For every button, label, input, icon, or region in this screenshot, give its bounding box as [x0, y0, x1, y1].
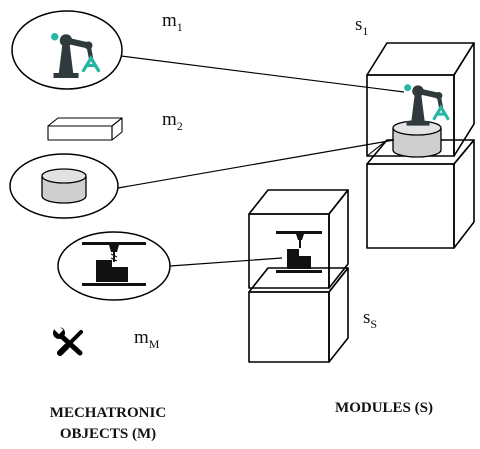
module-sS-drill-icon [276, 231, 322, 273]
label-s1-sub: 1 [362, 24, 368, 38]
block-part-icon [47, 117, 123, 141]
link-drill-sS [169, 257, 283, 267]
label-mM-base: m [134, 327, 149, 348]
label-m1-base: m [162, 10, 177, 31]
label-m2-base: m [162, 109, 177, 130]
label-mM: mM [134, 327, 160, 351]
label-mM-sub: M [149, 337, 160, 351]
caption-mechatronic-objects-line2: OBJECTS (M) [60, 426, 156, 442]
label-m2-sub: 2 [177, 119, 183, 133]
object-drill-press [57, 231, 171, 301]
drill-press-icon [82, 242, 146, 286]
label-m1-sub: 1 [177, 20, 183, 34]
caption-modules: MODULES (S) [335, 400, 433, 416]
module-s1 [366, 42, 475, 249]
wrench-screwdriver-icon [53, 325, 83, 356]
label-sS-base: s [363, 307, 370, 328]
label-m2: m2 [162, 109, 183, 133]
caption-mechatronic-objects-line1: MECHATRONIC [50, 405, 166, 421]
object-robot-arm [11, 10, 123, 90]
object-rotary-table [9, 153, 119, 219]
link-table-s1 [117, 139, 395, 189]
label-m1: m1 [162, 10, 183, 34]
module-s1-robot-icon [404, 84, 448, 125]
label-sS-sub: S [370, 317, 377, 331]
connector-lines [117, 55, 405, 267]
rotary-table-icon [41, 168, 87, 204]
module-sS [248, 189, 349, 363]
label-sS: sS [363, 307, 377, 331]
label-s1: s1 [355, 14, 368, 38]
link-m1-s1 [120, 55, 405, 93]
label-s1-base: s [355, 14, 362, 35]
